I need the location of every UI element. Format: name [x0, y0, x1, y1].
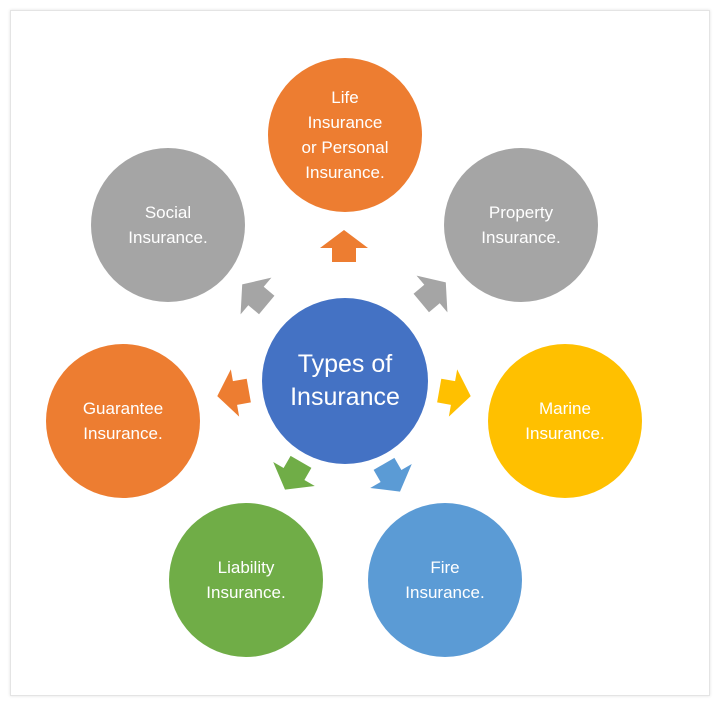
- node-life-insurance-label: Life Insurance or Personal Insurance.: [301, 88, 389, 182]
- node-property-insurance: Property Insurance.: [444, 148, 598, 302]
- node-guarantee-insurance-label: Guarantee Insurance.: [82, 399, 164, 443]
- node-liability-insurance-label: Liability Insurance.: [206, 558, 286, 602]
- node-property-insurance-label: Property Insurance.: [481, 203, 561, 247]
- arrow-to-life: [320, 230, 368, 262]
- arrow-to-fire: [370, 457, 412, 492]
- arrow-to-guarantee: [217, 369, 251, 417]
- node-life-insurance: Life Insurance or Personal Insurance.: [268, 58, 422, 212]
- node-fire-insurance-label: Fire Insurance.: [405, 558, 485, 602]
- arrow-to-marine: [437, 369, 471, 417]
- node-social-insurance: Social Insurance.: [91, 148, 245, 302]
- center-node: Types of Insurance: [262, 298, 428, 464]
- node-liability-insurance: Liability Insurance.: [169, 503, 323, 657]
- node-marine-insurance-label: Marine Insurance.: [525, 399, 605, 443]
- node-social-insurance-label: Social Insurance.: [128, 203, 208, 247]
- arrow-to-social: [240, 277, 275, 315]
- node-fire-insurance: Fire Insurance.: [368, 503, 522, 657]
- arrow-to-property: [413, 275, 448, 313]
- center-node-label: Types of Insurance: [290, 350, 400, 411]
- node-marine-insurance: Marine Insurance.: [488, 344, 642, 498]
- node-guarantee-insurance: Guarantee Insurance.: [46, 344, 200, 498]
